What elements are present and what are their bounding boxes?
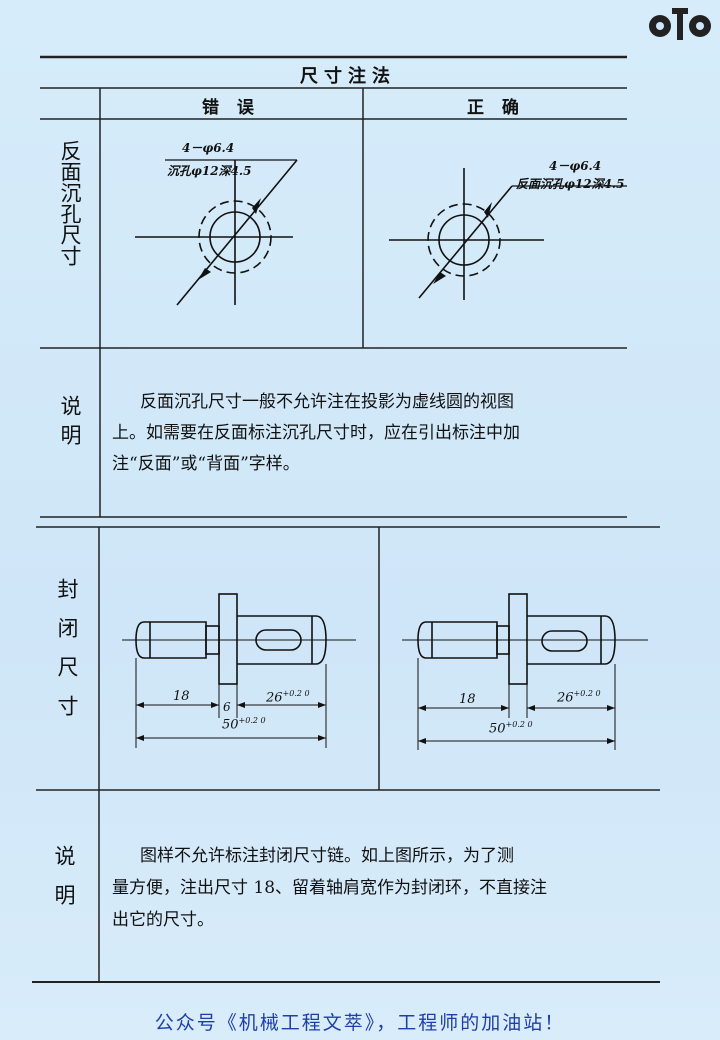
explain-paragraph-1-line3: 注“反面”或“背面”字样。 xyxy=(112,454,300,474)
wrong-note-line1: 4－φ6.4 xyxy=(182,141,235,155)
dim-50-value: 50 xyxy=(489,721,506,737)
column-header-wrong: 错 误 xyxy=(202,98,260,118)
footer-slogan: 公众号《机械工程文萃》，工程师的加油站！ xyxy=(154,1012,566,1034)
explain-paragraph-1-line1: 反面沉孔尺寸一般不允许注在投影为虚线圆的视图 xyxy=(140,392,514,412)
dim-18-wrong: 18 xyxy=(173,689,190,704)
dim-18-right: 18 xyxy=(459,692,476,707)
explain-label-text: 说明 xyxy=(52,845,76,923)
column-header-right: 正 确 xyxy=(467,98,525,118)
row-label-counterbore: 反面沉孔尺寸 xyxy=(55,140,85,266)
table-title: 尺寸注法 xyxy=(300,66,396,87)
explain-label-1: 说明 xyxy=(55,395,85,453)
counterbore-right-drawing xyxy=(389,168,627,300)
wrong-note-line2: 沉孔φ12深4.5 xyxy=(167,164,252,178)
explain-label-2: 说明 xyxy=(49,845,79,923)
explain-paragraph-2-line2: 量方便，注出尺寸 18、留着轴肩宽作为封闭环，不直接注 xyxy=(112,878,548,898)
shaft-wrong-drawing xyxy=(122,593,356,748)
dim-26-tolerance: +0.2 0 xyxy=(282,689,310,698)
dim-26-right: 26+0.2 0 xyxy=(557,689,601,705)
explain-paragraph-1-line2: 上。如需要在反面标注沉孔尺寸时，应在引出标注中加 xyxy=(112,423,520,443)
dim-50-wrong: 50+0.2 0 xyxy=(222,716,266,732)
dim-26-value: 26 xyxy=(557,690,574,706)
explain-paragraph-2-line1: 图样不允许标注封闭尺寸链。如上图所示，为了测 xyxy=(140,846,514,866)
row-label-text: 反面沉孔尺寸 xyxy=(58,140,82,266)
explain-label-text: 说明 xyxy=(58,395,82,453)
dim-50-tolerance: +0.2 0 xyxy=(238,716,266,725)
counterbore-wrong-drawing xyxy=(135,159,298,306)
dim-26-wrong: 26+0.2 0 xyxy=(266,689,310,705)
row-label-text: 封闭尺寸 xyxy=(55,578,79,734)
right-note-line1: 4－φ6.4 xyxy=(549,159,602,173)
explain-paragraph-2-line3: 出它的尺寸。 xyxy=(112,910,214,930)
dim-26-tolerance: +0.2 0 xyxy=(573,689,601,698)
dim-26-value: 26 xyxy=(266,690,283,706)
right-note-line2: 反面沉孔φ12深4.5 xyxy=(516,177,625,191)
gear-logo-icon xyxy=(648,4,714,44)
dim-50-right: 50+0.2 0 xyxy=(489,720,533,736)
dim-50-tolerance: +0.2 0 xyxy=(505,720,533,729)
dim-50-value: 50 xyxy=(222,717,239,733)
shaft-right-drawing xyxy=(402,593,648,750)
dim-6-wrong: 6 xyxy=(223,700,231,714)
table-grid xyxy=(32,55,660,983)
row-label-closed-chain: 封闭尺寸 xyxy=(52,578,82,734)
